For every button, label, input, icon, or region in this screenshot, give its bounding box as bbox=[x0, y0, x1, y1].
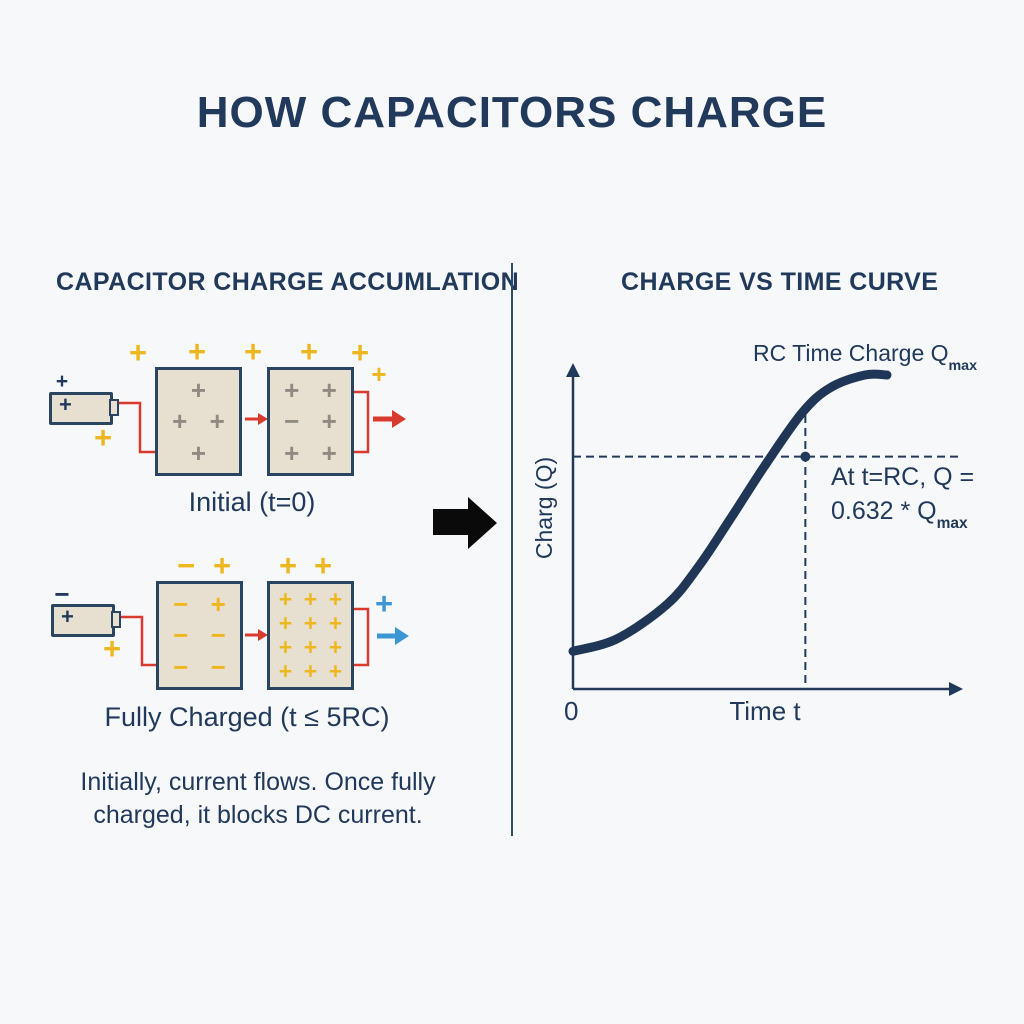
summary-caption: Initially, current flows. Once fully cha… bbox=[40, 766, 476, 831]
origin-label: 0 bbox=[564, 696, 579, 726]
battery-polarity-inner: + bbox=[61, 604, 74, 629]
battery-polarity-top: − bbox=[54, 579, 70, 609]
transition-arrow-icon bbox=[433, 497, 497, 549]
battery-initial: + bbox=[49, 392, 119, 425]
capacitor-plate-right-initial: ++−+++ bbox=[267, 367, 354, 476]
annotation-line-2: 0.632 * Qmax bbox=[831, 496, 968, 532]
charge-curve bbox=[568, 369, 892, 656]
rc-annotation: At t=RC, Q = 0.632 * Qmax bbox=[831, 461, 991, 532]
charge-symbol: + bbox=[102, 631, 122, 666]
charge-symbol: + bbox=[313, 548, 333, 583]
charge-symbol: + bbox=[93, 420, 113, 455]
plate-charges: −+−−−− bbox=[173, 588, 226, 683]
right-section-heading: CHARGE VS TIME CURVE bbox=[621, 268, 939, 296]
section-divider bbox=[511, 263, 513, 836]
plate-charges: ++−+++ bbox=[284, 374, 337, 469]
x-axis-arrow-icon bbox=[949, 682, 963, 696]
plate-charges: ++++++++++++ bbox=[278, 586, 343, 684]
battery-terminal bbox=[111, 611, 121, 628]
charge-symbol: + bbox=[350, 335, 370, 370]
wire-battery-initial bbox=[113, 401, 155, 454]
output-arrow-initial-head bbox=[392, 410, 406, 428]
battery-charged: + bbox=[51, 604, 121, 637]
y-axis-label: Charg (Q) bbox=[531, 456, 557, 560]
wire-return-initial bbox=[354, 390, 370, 454]
plate-charges: ++++ bbox=[172, 374, 225, 469]
curve-label-text: RC Time Charge Q bbox=[752, 340, 949, 366]
diagram-charged-label: Fully Charged (t ≤ 5RC) bbox=[104, 702, 390, 732]
capacitor-plate-left-initial: ++++ bbox=[155, 367, 242, 476]
rc-point-marker bbox=[800, 451, 811, 462]
curve-label: RC Time Charge Qmax bbox=[735, 340, 995, 374]
capacitor-plate-right-charged: ++++++++++++ bbox=[267, 581, 354, 690]
charge-symbol: + bbox=[243, 334, 263, 369]
charge-time-chart bbox=[566, 363, 963, 696]
curve-label-subscript: max bbox=[948, 357, 978, 374]
blocked-charge-symbol: + bbox=[374, 586, 394, 621]
battery-polarity-top: + bbox=[55, 370, 69, 393]
blocked-arrow-head bbox=[395, 627, 409, 645]
annotation-line-1: At t=RC, Q = bbox=[831, 463, 975, 491]
charge-symbol: + bbox=[128, 335, 148, 370]
charge-symbol: + bbox=[371, 359, 387, 389]
capacitor-plate-left-charged: −+−−−− bbox=[156, 581, 243, 690]
caption-line-2: charged, it blocks DC current. bbox=[93, 800, 423, 829]
y-axis-arrow-icon bbox=[566, 363, 580, 377]
battery-terminal bbox=[109, 399, 119, 416]
charge-symbol: + bbox=[212, 548, 232, 583]
charge-symbol: − bbox=[176, 548, 196, 583]
left-section-heading: CAPACITOR CHARGE ACCUMLATION bbox=[56, 268, 520, 296]
caption-line-1: Initially, current flows. Once fully bbox=[80, 768, 436, 796]
wire-return-charged bbox=[354, 607, 370, 667]
charge-symbol: + bbox=[299, 334, 319, 369]
x-axis-label: Time t bbox=[729, 696, 801, 726]
charge-symbol: + bbox=[278, 548, 298, 583]
battery-polarity-inner: + bbox=[59, 392, 72, 417]
page-title: HOW CAPACITORS CHARGE bbox=[196, 88, 828, 137]
charge-symbol: + bbox=[187, 334, 207, 369]
diagram-initial-label: Initial (t=0) bbox=[188, 487, 316, 517]
